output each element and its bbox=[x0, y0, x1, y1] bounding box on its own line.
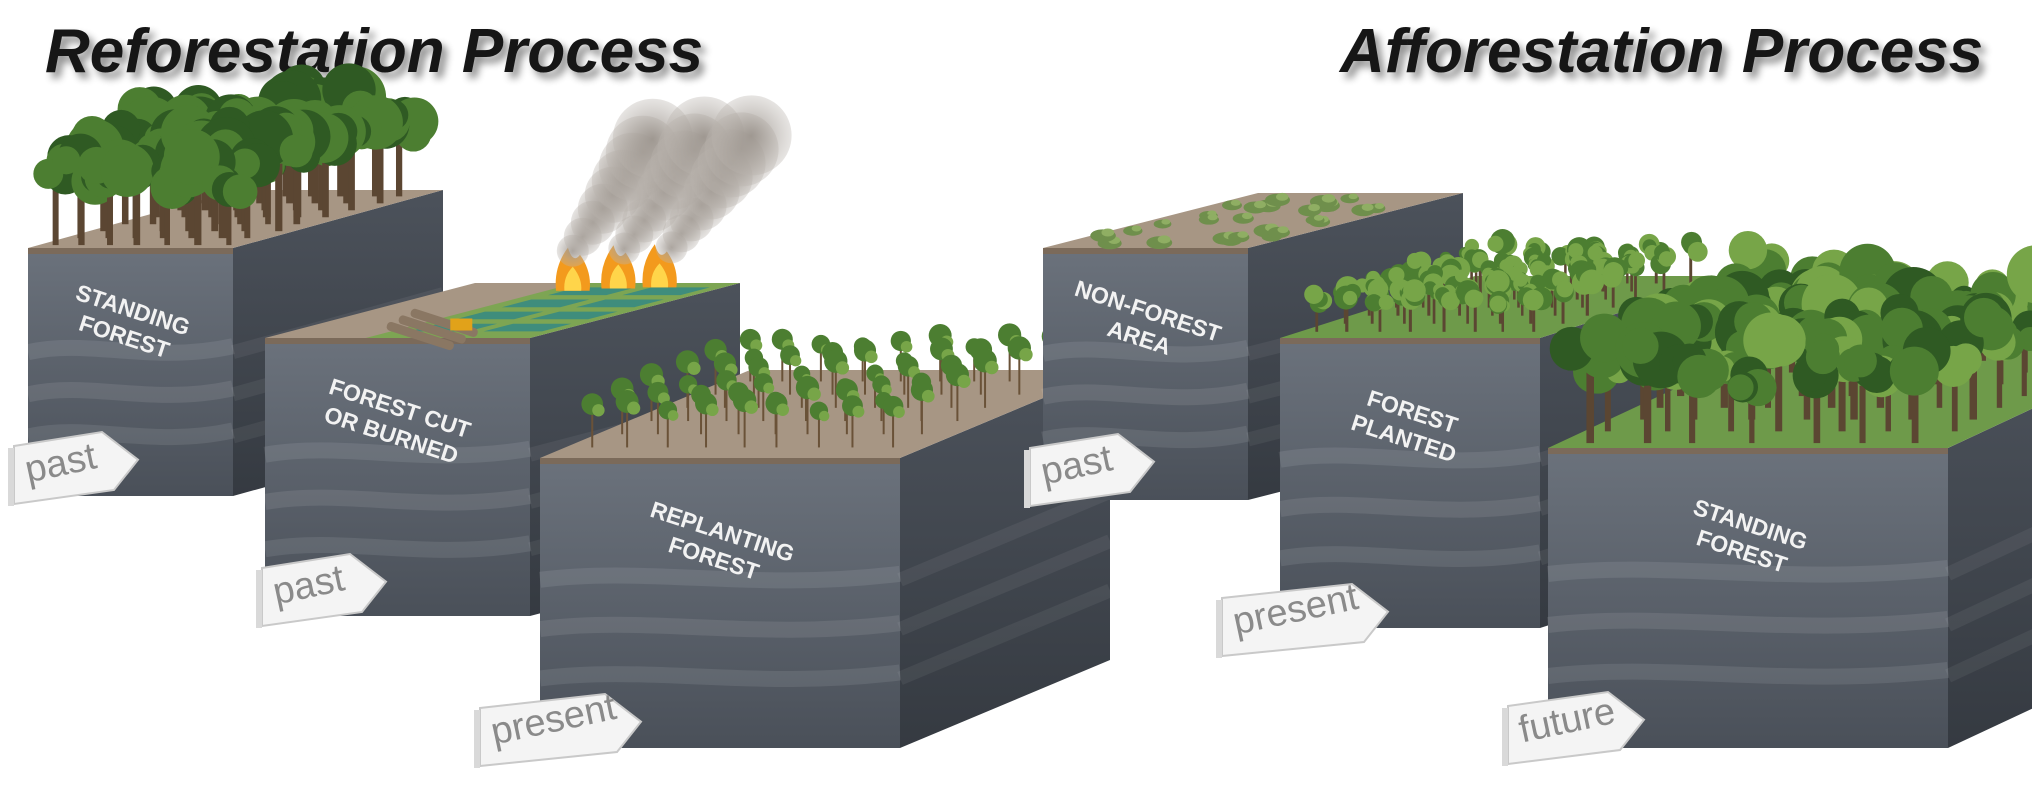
tree-icon bbox=[1836, 344, 1896, 444]
sapling-icon bbox=[824, 349, 850, 408]
field-row bbox=[483, 323, 572, 332]
tree-icon bbox=[202, 165, 258, 246]
sapling-icon bbox=[945, 363, 971, 422]
shrub-icon bbox=[1090, 228, 1116, 243]
shrub-icon bbox=[1222, 199, 1242, 211]
sapling-icon bbox=[765, 392, 790, 448]
tree-icon bbox=[1435, 284, 1460, 332]
log-icon bbox=[386, 321, 454, 351]
sapling-icon bbox=[615, 390, 641, 448]
tree-icon bbox=[1456, 280, 1484, 332]
time-tag: past bbox=[1024, 432, 1156, 508]
shrub-icon bbox=[1146, 235, 1173, 250]
shrub-icon bbox=[1228, 231, 1250, 243]
shrub-icon bbox=[1298, 203, 1322, 217]
shrub-icon bbox=[1265, 192, 1291, 207]
sapling-icon bbox=[695, 392, 719, 448]
tree-icon bbox=[1364, 291, 1394, 332]
bulldozer-icon bbox=[450, 318, 473, 331]
tree-icon bbox=[1304, 284, 1333, 332]
tree-icon bbox=[160, 128, 236, 246]
sapling-icon bbox=[658, 400, 679, 448]
shrub-icon bbox=[1267, 226, 1290, 238]
field-row bbox=[529, 311, 618, 320]
tree-icon bbox=[1334, 283, 1361, 332]
sapling-icon bbox=[739, 328, 763, 382]
tree-icon bbox=[1932, 343, 1982, 432]
shrub-icon bbox=[1198, 213, 1219, 225]
sapling-icon bbox=[581, 393, 605, 448]
afforestation-title: Afforestation Process bbox=[1338, 17, 1983, 86]
tree-icon bbox=[1888, 327, 1951, 444]
time-tag: past bbox=[256, 552, 388, 628]
tree-icon bbox=[1400, 279, 1426, 332]
tree-icon bbox=[1553, 280, 1574, 324]
sapling-icon bbox=[973, 348, 999, 408]
time-tag: future bbox=[1502, 690, 1646, 766]
shrub-icon bbox=[1153, 219, 1172, 229]
field-row bbox=[455, 311, 544, 320]
shrub-icon bbox=[1351, 203, 1376, 217]
field-row bbox=[576, 299, 664, 308]
shrub-icon bbox=[1232, 212, 1254, 224]
sapling-icon bbox=[882, 395, 905, 448]
tree-icon bbox=[1658, 343, 1729, 444]
tree-icon bbox=[1743, 312, 1806, 432]
sapling-icon bbox=[842, 395, 865, 448]
sapling-icon bbox=[809, 401, 830, 448]
shrub-icon bbox=[1305, 214, 1325, 225]
tree-icon bbox=[1569, 260, 1605, 316]
log-icon bbox=[398, 315, 466, 344]
sapling-icon bbox=[795, 375, 821, 435]
sapling-icon bbox=[910, 378, 935, 435]
tree-icon bbox=[1488, 290, 1510, 332]
time-tag: present bbox=[474, 686, 643, 768]
tree-icon bbox=[1792, 333, 1840, 444]
field-row bbox=[501, 299, 590, 308]
sapling-icon bbox=[1007, 336, 1033, 395]
tree-icon bbox=[1516, 286, 1553, 332]
tree-icon bbox=[1624, 252, 1646, 300]
tree-icon bbox=[1681, 231, 1708, 284]
sapling-icon bbox=[732, 388, 759, 448]
time-tag: past bbox=[8, 430, 140, 506]
shrub-icon bbox=[1340, 193, 1360, 204]
field-row bbox=[548, 287, 636, 296]
tree-icon bbox=[1727, 356, 1777, 444]
field-row bbox=[622, 287, 710, 296]
sapling-icon bbox=[780, 345, 802, 395]
tree-icon bbox=[1650, 244, 1677, 292]
sapling-icon bbox=[853, 339, 878, 395]
shrub-icon bbox=[1123, 225, 1143, 236]
shrub-icon bbox=[1243, 200, 1268, 214]
smoke-icon bbox=[556, 95, 792, 267]
afforestation-block-3: STANDINGFOREST bbox=[1547, 350, 2032, 748]
tree-icon bbox=[1601, 257, 1629, 308]
sapling-icon bbox=[753, 373, 775, 422]
reforestation-block-3: REPLANTINGFOREST bbox=[538, 370, 1113, 748]
